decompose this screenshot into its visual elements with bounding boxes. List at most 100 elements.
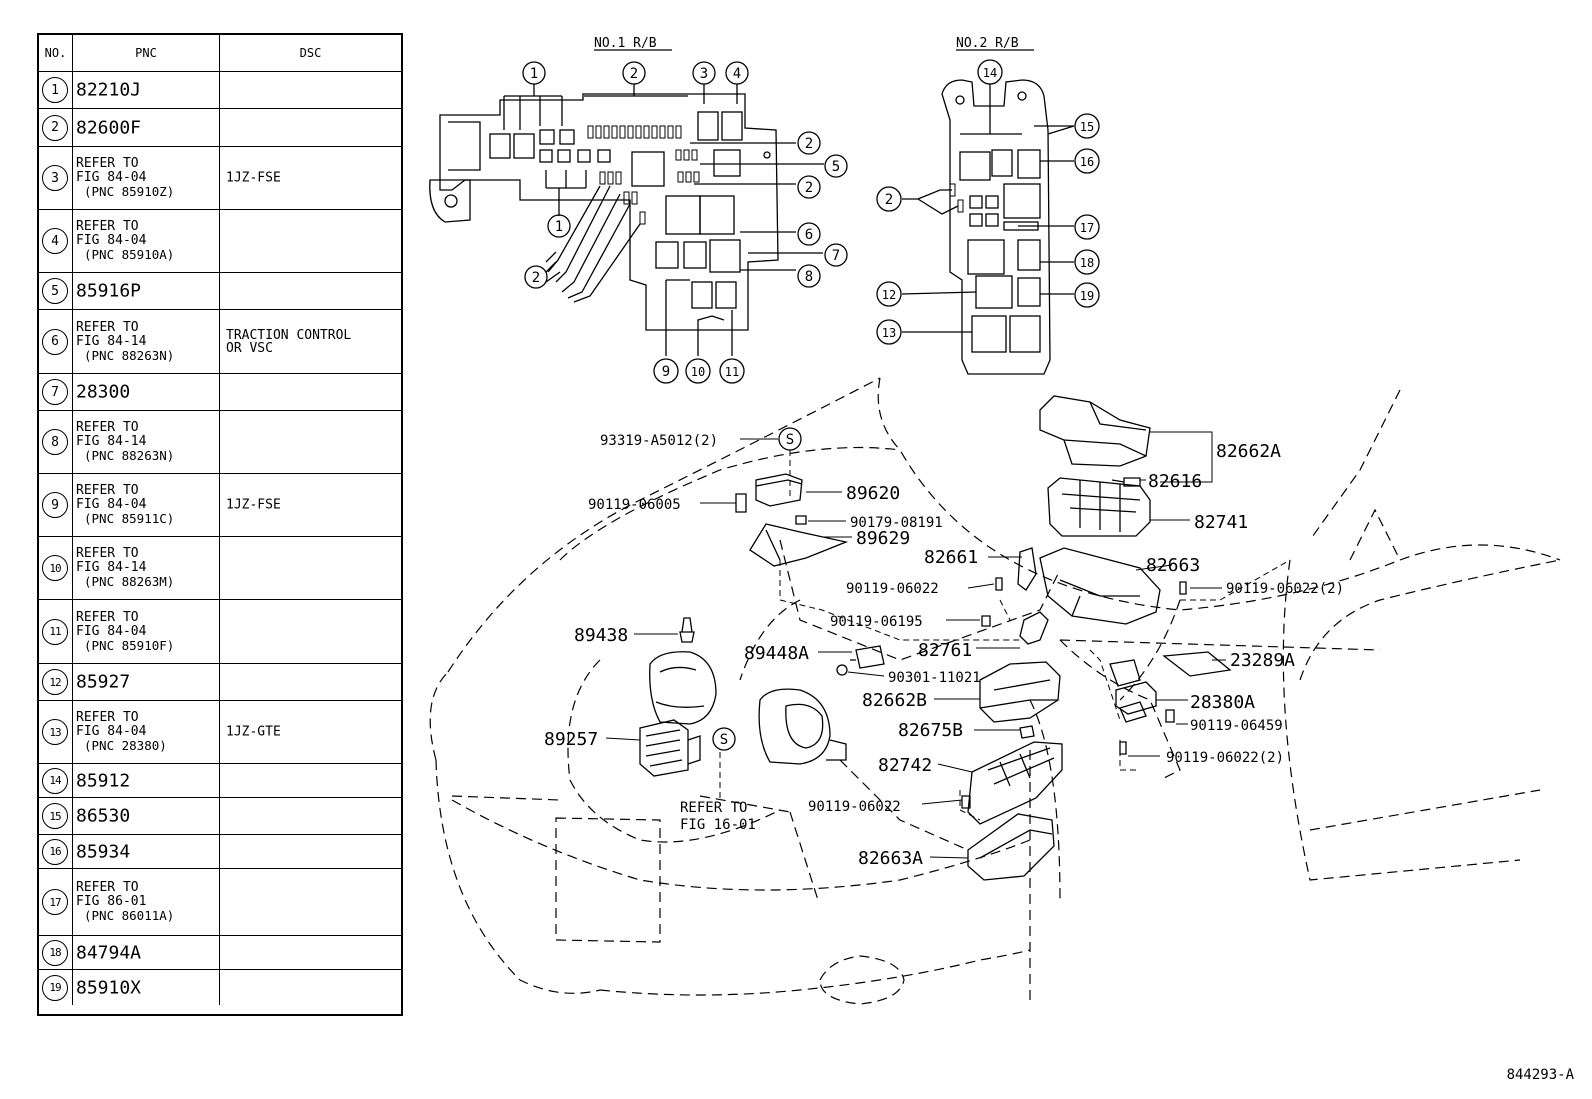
part-label: 89629 <box>856 528 910 549</box>
pnc-ref-line: REFER TO <box>76 546 139 561</box>
header-no: NO. <box>39 35 73 71</box>
cell-pnc: 85927 <box>73 664 220 700</box>
part-label: 89448A <box>744 643 809 664</box>
part-label: 89257 <box>544 729 598 750</box>
pnc-ref-line: REFER TO <box>76 880 139 895</box>
pnc-value: 85927 <box>76 671 131 693</box>
rb2-callout: 14 <box>983 66 997 80</box>
pnc-ref-line: (PNC 85910F) <box>84 637 175 653</box>
s-mark-label: S <box>720 732 728 748</box>
part-labels: 93319-A5012(2) 89620 90119-06005 90179-0… <box>544 433 1344 869</box>
pnc-ref-line: REFER TO <box>76 420 139 435</box>
row-number: 2 <box>42 114 68 141</box>
row-number: 5 <box>42 278 68 304</box>
part-label: 82761 <box>918 640 972 661</box>
cell-no: 2 <box>39 109 73 146</box>
table-row: 19 85910X <box>39 969 401 1005</box>
pnc-ref-line: FIG 84-14 <box>76 560 147 575</box>
cell-no: 11 <box>39 600 73 663</box>
pnc-ref-line: (PNC 85910Z) <box>84 184 175 199</box>
car-body-outline <box>429 377 1561 1005</box>
row-number: 3 <box>42 165 68 191</box>
s-mark-label: S <box>786 432 794 448</box>
row-number: 11 <box>42 618 68 645</box>
part-label: 82675B <box>898 720 963 741</box>
rb1-diagram: NO.1 R/B <box>429 36 848 384</box>
part-label: 89620 <box>846 483 900 504</box>
rb1-callout: 7 <box>832 248 840 264</box>
pnc-value: 85910X <box>76 977 142 998</box>
rb1-callout: 9 <box>662 364 670 380</box>
cell-no: 18 <box>39 936 73 969</box>
table-header: NO.PNC DSC <box>39 35 401 71</box>
pnc-ref-line: REFER TO <box>76 319 139 335</box>
rb1-callouts: 1 2 3 4 2 5 2 1 6 7 2 8 9 10 11 <box>522 61 848 384</box>
pnc-ref-line: REFER TO <box>76 710 139 725</box>
cell-no: 10 <box>39 537 73 599</box>
rb1-callout: 11 <box>725 365 739 379</box>
rb2-callouts: 14 15 16 2 17 18 12 19 13 <box>876 59 1100 345</box>
rb2-callout: 15 <box>1080 120 1094 134</box>
part-label: 82741 <box>1194 512 1248 533</box>
dsc-line: TRACTION CONTROL <box>226 327 352 343</box>
pnc-value: 85912 <box>76 770 131 791</box>
cell-dsc: 1JZ-FSE <box>220 147 401 209</box>
cell-no: 7 <box>39 374 73 410</box>
cell-pnc: 82210J <box>73 72 220 108</box>
header-dsc: DSC <box>299 46 322 60</box>
pnc-ref-line: (PNC 28380) <box>84 738 167 753</box>
cell-no: 16 <box>39 835 73 868</box>
row-number: 9 <box>42 492 68 518</box>
part-label: 82661 <box>924 547 978 568</box>
part-label: 90119-06005 <box>588 497 681 513</box>
s-mark: S <box>712 727 736 751</box>
pnc-ref-line: (PNC 85911C) <box>84 511 175 526</box>
header-pnc: PNC <box>73 35 220 71</box>
part-label: 28380A <box>1190 692 1255 713</box>
part-leaders <box>605 431 1226 859</box>
pnc-ref-line: REFER TO <box>76 609 139 625</box>
part-label: 90301-11021 <box>888 670 981 686</box>
cell-pnc: 82600F <box>73 109 220 146</box>
part-label: 82662A <box>1216 441 1281 462</box>
pnc-value: 82210J <box>76 79 142 101</box>
row-number: 4 <box>42 228 68 254</box>
part-label: 93319-A5012(2) <box>600 433 718 449</box>
rb1-callout: 5 <box>832 159 840 175</box>
row-number: 17 <box>42 889 68 915</box>
pnc-ref-line: REFER TO <box>76 483 139 498</box>
row-number: 16 <box>42 838 68 865</box>
row-number: 19 <box>42 974 68 1001</box>
figure-id: 844293-A <box>1506 1067 1574 1083</box>
row-number: 13 <box>42 719 68 745</box>
part-label: 23289A <box>1230 650 1295 671</box>
refer-note-line2: FIG 16-01 <box>680 817 756 833</box>
cell-no: 19 <box>39 970 73 1005</box>
row-number: 10 <box>42 555 68 581</box>
pnc-ref-line: REFER TO <box>76 219 139 234</box>
cell-no: 15 <box>39 798 73 834</box>
part-label: 90119-06022 <box>846 581 939 597</box>
part-label: 89438 <box>574 625 628 646</box>
refer-note-line1: REFER TO <box>680 800 747 816</box>
rb1-callout: 3 <box>700 66 708 82</box>
component-sketches <box>639 395 1232 881</box>
rb1-callout: 2 <box>630 66 638 82</box>
dsc-value: 1JZ-FSE <box>226 170 281 186</box>
